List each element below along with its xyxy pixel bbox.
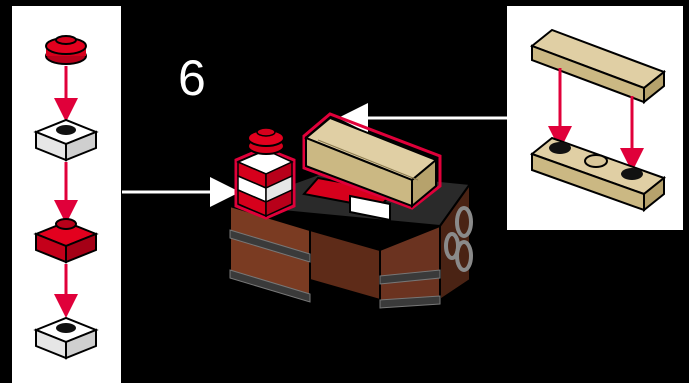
white-plate-1x1-icon — [36, 318, 96, 358]
tan-tile-1x3-icon — [532, 30, 664, 102]
red-round-plate-1x1-icon — [46, 36, 86, 64]
white-plate-1x1-icon — [36, 120, 96, 160]
tan-plate-1x3-icon — [532, 138, 664, 210]
highlighted-red-white-stack — [236, 128, 294, 218]
red-plate-1x1-icon — [36, 219, 96, 262]
